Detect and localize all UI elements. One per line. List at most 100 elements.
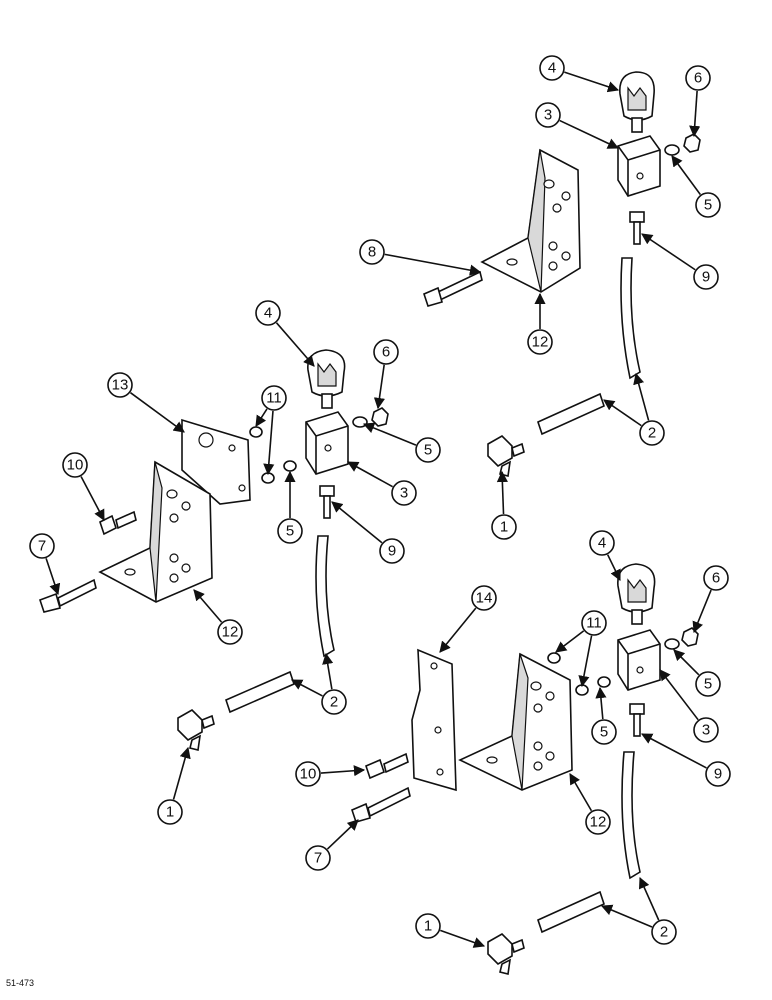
- callout-circle: [695, 192, 721, 218]
- callout-circle: [373, 339, 399, 365]
- callout-number: 1: [500, 519, 508, 536]
- callout-circle: [685, 65, 711, 91]
- leader-line: [569, 773, 593, 812]
- assembly-bottom-right: [351, 563, 699, 975]
- hex-bolt-long: [38, 578, 97, 613]
- washer: [664, 638, 680, 650]
- callout-balloon: 9: [379, 538, 405, 564]
- leader-line: [603, 399, 642, 427]
- elbow-fitting: [177, 709, 215, 751]
- leader-line: [291, 679, 323, 697]
- elbow-fitting: [487, 435, 525, 477]
- callout-balloon: 3: [693, 717, 719, 743]
- callout-number: 6: [694, 70, 702, 87]
- callout-number: 4: [548, 60, 556, 77]
- tube: [537, 392, 605, 436]
- washer: [664, 144, 680, 156]
- hex-bolt-long: [351, 786, 411, 823]
- callout-balloon: 6: [685, 65, 711, 91]
- rubber-isolator-knob: [619, 71, 655, 133]
- hex-bolt: [423, 270, 483, 307]
- leader-line: [373, 364, 385, 410]
- callout-balloon: 5: [415, 437, 441, 463]
- callout-number: 9: [702, 269, 710, 286]
- callout-circle: [651, 919, 677, 945]
- washer: [597, 676, 611, 688]
- callout-balloon: 1: [157, 799, 183, 825]
- callout-number: 12: [590, 814, 607, 831]
- leader-line: [275, 322, 315, 367]
- callout-circle: [705, 761, 731, 787]
- hex-nut: [683, 133, 701, 153]
- leader-line: [555, 630, 585, 653]
- callout-balloon: 10: [295, 761, 321, 787]
- leader-line: [595, 686, 607, 720]
- leader-line: [689, 90, 701, 138]
- callout-balloon: 5: [695, 671, 721, 697]
- callout-balloon: 11: [261, 385, 287, 411]
- callout-circle: [585, 809, 611, 835]
- angle-bracket: [98, 460, 213, 603]
- assembly-top-right: [423, 71, 701, 477]
- callout-balloon: 12: [217, 619, 243, 645]
- leader-line: [439, 607, 477, 653]
- callout-number: 12: [222, 624, 239, 641]
- callout-circle: [107, 372, 133, 398]
- callout-balloon: 14: [471, 585, 497, 611]
- callout-circle: [359, 239, 385, 265]
- callout-number: 11: [266, 390, 282, 407]
- callout-circle: [491, 514, 517, 540]
- washer: [547, 652, 561, 664]
- callout-number: 1: [424, 918, 432, 935]
- callout-number: 6: [382, 344, 390, 361]
- callout-circle: [321, 689, 347, 715]
- callout-number: 6: [712, 570, 720, 587]
- washer: [283, 460, 297, 472]
- leader-line: [496, 470, 508, 515]
- callout-circle: [695, 671, 721, 697]
- leader-line: [193, 589, 223, 623]
- callout-number: 5: [704, 676, 712, 693]
- assembly-middle-left: [38, 349, 389, 751]
- leader-line: [384, 253, 482, 276]
- callout-circle: [62, 452, 88, 478]
- washer: [352, 416, 368, 428]
- callout-number: 11: [586, 615, 602, 632]
- callout-balloon: 3: [391, 480, 417, 506]
- figure-code: 51-473: [6, 978, 34, 988]
- callout-number: 3: [702, 722, 710, 739]
- mounting-block: [617, 135, 661, 197]
- callout-number: 5: [286, 523, 294, 540]
- hose: [620, 257, 641, 380]
- leader-line: [659, 669, 699, 721]
- hex-nut: [371, 407, 389, 427]
- leader-line: [692, 589, 712, 634]
- mounting-block: [617, 629, 661, 691]
- callout-circle: [535, 102, 561, 128]
- callout-number: 4: [598, 535, 606, 552]
- callout-balloon: 4: [539, 55, 565, 81]
- callout-number: 9: [388, 543, 396, 560]
- tube: [225, 670, 295, 714]
- callout-circle: [255, 300, 281, 326]
- callout-number: 5: [424, 442, 432, 459]
- leader-line: [578, 635, 593, 688]
- screw: [629, 211, 645, 245]
- callout-balloon: 4: [255, 300, 281, 326]
- callout-number: 3: [544, 107, 552, 124]
- rubber-isolator-knob: [617, 563, 656, 625]
- callout-number: 4: [264, 305, 272, 322]
- elbow-fitting: [487, 933, 525, 975]
- leader-line: [172, 746, 191, 800]
- callout-circle: [703, 565, 729, 591]
- callout-balloon: 1: [491, 514, 517, 540]
- leader-line: [564, 71, 620, 93]
- leader-line: [439, 929, 486, 948]
- callout-circle: [581, 610, 607, 636]
- callout-balloon: 12: [527, 329, 553, 355]
- callout-number: 13: [112, 377, 129, 394]
- callout-balloon: 12: [585, 809, 611, 835]
- callout-circle: [589, 530, 615, 556]
- callout-circle: [261, 385, 287, 411]
- callout-number: 12: [532, 334, 549, 351]
